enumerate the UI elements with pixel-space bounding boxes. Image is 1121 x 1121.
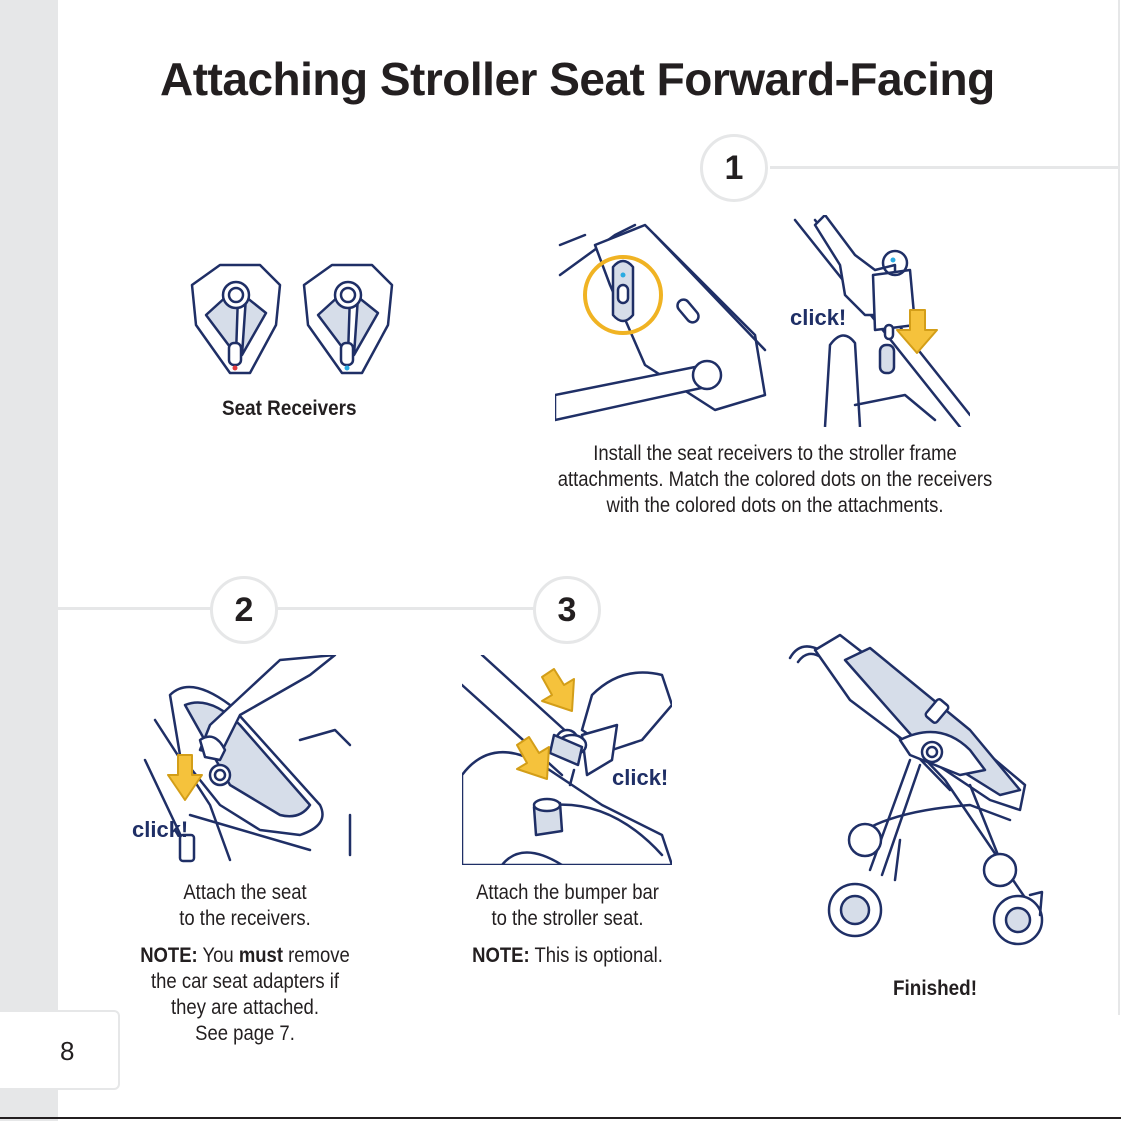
step2-note-line: the car seat adapters if [151,970,339,993]
seat-receivers-illustration [190,263,394,375]
step2-note-text: remove [288,944,350,967]
step2-note-label: NOTE: [140,944,198,967]
finished-stroller-illustration [788,633,1044,946]
step1-click-label: click! [790,305,846,330]
step2-3-rule [58,607,538,610]
step2-click-label: click! [132,817,188,842]
step2-note-line-1: NOTE: You must remove [117,943,372,969]
step3-note-line: NOTE: This is optional. [442,943,693,969]
step3-note: NOTE: This is optional. [442,943,693,969]
step3-caption-line: Attach the bumper bar [476,881,659,904]
step3-note-label: NOTE: [472,944,530,967]
step2-note-text: You [202,944,234,967]
step2-note-emphasis: must [238,944,284,967]
step1-rule [770,166,1120,169]
receiver-right-icon [302,263,394,375]
seat-receivers-label: Seat Receivers [222,397,357,420]
step2-caption: Attach the seat to the receivers. [117,880,372,932]
step3-caption-line: to the stroller seat. [491,907,644,930]
step2-note: NOTE: You must remove the car seat adapt… [117,943,372,1047]
step1-frame-attachment-illustration [555,223,767,422]
step1-caption-line: Install the seat receivers to the stroll… [593,442,957,465]
step2-note-line: they are attached. [171,996,319,1019]
step3-bumper-bar-illustration: click! [462,655,672,865]
step2-caption-line: Attach the seat [183,881,307,904]
right-edge-rule [1118,0,1120,1015]
page-margin-band [0,0,58,1121]
step2-note-line: See page 7. [195,1022,295,1045]
step2-attach-seat-illustration: click! [132,655,352,863]
step3-note-text: This is optional. [534,944,663,967]
step1-hand-click-illustration: click! [790,215,970,427]
step-3-badge: 3 [533,576,601,644]
step1-caption-line: attachments. Match the colored dots on t… [557,468,993,491]
page-title: Attaching Stroller Seat Forward-Facing [160,53,995,105]
receiver-left-icon [190,263,282,375]
bottom-edge-rule [0,1117,1121,1119]
page-number-tab [0,1010,120,1090]
step1-caption: Install the seat receivers to the stroll… [551,441,1000,519]
step-2-badge: 2 [210,576,278,644]
step-1-badge: 1 [700,134,768,202]
step1-caption-line: with the colored dots on the attachments… [606,494,944,517]
page-number: 8 [60,1036,75,1066]
step3-click-label: click! [612,765,668,790]
finished-label: Finished! [893,977,978,1000]
step2-caption-line: to the receivers. [179,907,311,930]
step3-caption: Attach the bumper bar to the stroller se… [442,880,693,932]
